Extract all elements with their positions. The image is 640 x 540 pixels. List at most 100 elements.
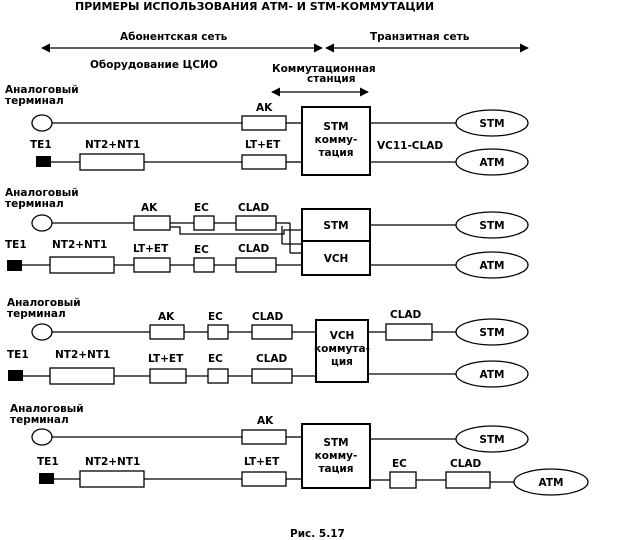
example-1: Аналоговый терминал AK TE1 NT2+NT1 LT+ET… <box>5 84 529 176</box>
stm-network-label: STM <box>479 327 504 339</box>
stm-switching-label: комму- <box>315 450 358 462</box>
analog-terminal-icon <box>31 323 53 341</box>
stm-switching-label: STM <box>323 437 348 449</box>
ec-block <box>207 368 229 384</box>
clad-block <box>445 471 491 489</box>
ak-label: AK <box>158 311 175 323</box>
stm-network-oval <box>455 211 529 239</box>
ltet-block <box>133 257 171 273</box>
ak-label: AK <box>257 415 274 427</box>
vch-block-label: VCH <box>324 253 349 265</box>
clad-label: CLAD <box>238 202 270 214</box>
te1-label: TE1 <box>5 239 27 251</box>
ltet-block <box>149 368 187 384</box>
atm-network-oval <box>455 360 529 388</box>
ec-block <box>193 257 215 273</box>
analog-terminal-label: терминал <box>5 95 64 107</box>
te1-label: TE1 <box>30 139 52 151</box>
switching-station-label-line1: Коммутационная <box>272 63 376 75</box>
ec-label: EC <box>392 458 407 470</box>
clad-block <box>251 324 293 340</box>
stm-block-label: STM <box>323 220 348 232</box>
clad-label: CLAD <box>450 458 482 470</box>
stm-switching-label: тация <box>318 147 353 159</box>
clad-block <box>385 323 433 341</box>
ltet-label: LT+ET <box>244 456 280 468</box>
ak-block <box>241 115 287 131</box>
ec-label: EC <box>208 353 223 365</box>
ec-label: EC <box>194 202 209 214</box>
example-2: Аналоговый терминал AK EC CLAD TE1 NT2+N… <box>5 187 529 279</box>
ltet-label: LT+ET <box>245 139 281 151</box>
stm-switching-label: комму- <box>315 134 358 146</box>
clad-label: CLAD <box>252 311 284 323</box>
atm-network-oval <box>455 251 529 279</box>
stm-switching-label: STM <box>323 121 348 133</box>
ec-label: EC <box>194 244 209 256</box>
switching-station-label-line2: станция <box>307 73 356 85</box>
te1-terminal-icon <box>36 156 51 167</box>
stm-network-label: STM <box>479 118 504 130</box>
stm-switching-label: тация <box>318 463 353 475</box>
clad-block <box>235 215 277 231</box>
nt-label: NT2+NT1 <box>52 239 107 251</box>
nt-label: NT2+NT1 <box>85 139 140 151</box>
nt-label: NT2+NT1 <box>85 456 140 468</box>
analog-terminal-icon <box>31 214 53 232</box>
stm-switching-block <box>301 423 371 489</box>
ak-block <box>149 324 185 340</box>
te1-terminal-icon <box>8 370 23 381</box>
te1-label: TE1 <box>37 456 59 468</box>
analog-terminal-label: Аналоговый <box>7 297 81 309</box>
ltet-label: LT+ET <box>133 243 169 255</box>
analog-terminal-label: Аналоговый <box>10 403 84 415</box>
nt-block <box>49 256 115 274</box>
atm-network-label: ATM <box>539 477 564 489</box>
clad-label: CLAD <box>256 353 288 365</box>
ak-label: AK <box>256 102 273 114</box>
analog-terminal-label: терминал <box>5 198 64 210</box>
atm-network-label: ATM <box>480 369 505 381</box>
subscriber-network-label: Абонентская сеть <box>120 31 228 43</box>
example-3: Аналоговый терминал AK EC CLAD TE1 NT2+N… <box>7 297 529 388</box>
analog-terminal-icon <box>31 428 53 446</box>
te1-terminal-icon <box>7 260 22 271</box>
vch-switching-block <box>315 319 369 383</box>
te1-label: TE1 <box>7 349 29 361</box>
atm-network-label: ATM <box>480 157 505 169</box>
atm-network-oval <box>455 148 529 176</box>
nt-block <box>49 367 115 385</box>
ak-block <box>241 429 287 445</box>
clad-label: CLAD <box>390 309 422 321</box>
analog-terminal-label: терминал <box>10 414 69 426</box>
clad-label: CLAD <box>238 243 270 255</box>
ltet-label: LT+ET <box>148 353 184 365</box>
ec-block <box>389 471 417 489</box>
nt-block <box>79 153 145 171</box>
nt-label: NT2+NT1 <box>55 349 110 361</box>
stm-network-oval <box>455 318 529 346</box>
analog-terminal-label: терминал <box>7 308 66 320</box>
ltet-block <box>241 154 287 170</box>
clad-block <box>235 257 277 273</box>
stm-switching-block <box>301 106 371 176</box>
nt-block <box>79 470 145 488</box>
transit-network-label: Транзитная сеть <box>370 31 470 43</box>
stm-block <box>301 208 371 242</box>
ak-label: AK <box>141 202 158 214</box>
vc11clad-label: VC11-CLAD <box>377 140 443 152</box>
analog-terminal-icon <box>31 114 53 132</box>
ec-label: EC <box>208 311 223 323</box>
analog-terminal-label: Аналоговый <box>5 84 79 96</box>
analog-terminal-label: Аналоговый <box>5 187 79 199</box>
te1-terminal-icon <box>39 473 54 484</box>
ltet-block <box>241 471 287 487</box>
diagram-title: ПРИМЕРЫ ИСПОЛЬЗОВАНИЯ АТМ- И STM-КОММУТА… <box>75 0 434 13</box>
vch-switching-label: коммута- <box>314 343 370 355</box>
clad-block <box>251 368 293 384</box>
atm-network-label: ATM <box>480 260 505 272</box>
stm-network-oval <box>455 109 529 137</box>
isdn-equipment-label: Оборудование ЦСИО <box>90 59 218 71</box>
ec-block <box>207 324 229 340</box>
example-4: Аналоговый терминал AK TE1 NT2+NT1 LT+ET… <box>10 403 589 496</box>
